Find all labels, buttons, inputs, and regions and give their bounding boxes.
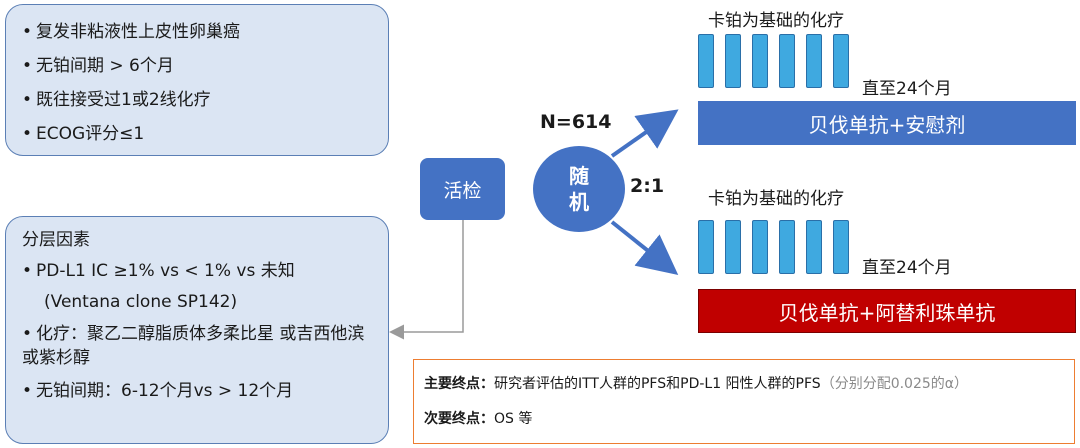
- arm2-regimen-title: 卡铂为基础的化疗: [708, 189, 844, 209]
- eligibility-item: •ECOG评分≤1: [22, 124, 145, 144]
- stratification-pdl1: •PD-L1 IC ≥1% vs < 1% vs 未知: [22, 261, 295, 281]
- eligibility-item: •复发非粘液性上皮性卵巢癌: [22, 22, 240, 42]
- cycle-bar: [806, 34, 822, 88]
- secondary-endpoint-label: 次要终点：: [424, 411, 494, 427]
- primary-endpoint-text: 研究者评估的ITT人群的PFS和PD-L1 阳性人群的PFS: [494, 376, 821, 392]
- sample-size-label: N=614: [540, 111, 612, 133]
- biopsy-to-stratification-connector: [389, 220, 464, 340]
- eligibility-item: •既往接受过1或2线化疗: [22, 90, 211, 110]
- stratification-title: 分层因素: [22, 230, 90, 250]
- cycle-bar: [806, 220, 822, 274]
- arrow-to-arm1: [610, 109, 679, 158]
- cycle-bar: [725, 220, 741, 274]
- cycle-bar: [698, 34, 714, 88]
- arm2-cycle-bars: [698, 220, 849, 274]
- arm2-duration: 直至24个月: [862, 258, 952, 278]
- randomization-text-line2: 机: [569, 190, 589, 214]
- cycle-bar: [752, 220, 768, 274]
- stratification-chemo: •化疗：聚乙二醇脂质体多柔比星 或吉西他滨 或紫杉醇: [22, 324, 365, 368]
- arm2-treatment-bar: 贝伐单抗+阿替利珠单抗: [698, 289, 1076, 333]
- arm1-treatment-bar: 贝伐单抗+安慰剂: [698, 101, 1076, 145]
- randomization-ratio: 2:1: [630, 175, 665, 197]
- cycle-bar: [698, 220, 714, 274]
- stratification-pfi: •无铂间期：6-12个月vs > 12个月: [22, 381, 294, 401]
- cycle-bar: [779, 34, 795, 88]
- secondary-endpoint: 次要终点：OS 等: [424, 402, 1064, 437]
- arm1-duration: 直至24个月: [862, 79, 952, 99]
- arm1-regimen-title: 卡铂为基础的化疗: [708, 11, 844, 31]
- cycle-bar: [833, 34, 849, 88]
- primary-endpoint-label: 主要终点：: [424, 376, 494, 392]
- biopsy-box: 活检: [420, 158, 505, 220]
- arrow-to-arm2: [610, 220, 679, 275]
- stratification-pdl1-clone: (Ventana clone SP142): [44, 292, 238, 312]
- primary-endpoint: 主要终点：研究者评估的ITT人群的PFS和PD-L1 阳性人群的PFS（分别分配…: [424, 367, 1064, 402]
- eligibility-item: •无铂间期 > 6个月: [22, 56, 174, 76]
- cycle-bar: [752, 34, 768, 88]
- cycle-bar: [779, 220, 795, 274]
- randomization-text-line1: 随: [569, 164, 589, 188]
- arm1-cycle-bars: [698, 34, 849, 88]
- secondary-endpoint-text: OS 等: [494, 411, 533, 427]
- randomization-circle: 随 机: [533, 146, 625, 232]
- cycle-bar: [833, 220, 849, 274]
- stratification-factors-box: 分层因素 •PD-L1 IC ≥1% vs < 1% vs 未知 (Ventan…: [5, 216, 389, 444]
- primary-endpoint-note: （分别分配0.025的α）: [820, 376, 969, 392]
- cycle-bar: [725, 34, 741, 88]
- eligibility-criteria-box: •复发非粘液性上皮性卵巢癌 •无铂间期 > 6个月 •既往接受过1或2线化疗 •…: [5, 4, 389, 156]
- endpoints-box: 主要终点：研究者评估的ITT人群的PFS和PD-L1 阳性人群的PFS（分别分配…: [413, 359, 1075, 444]
